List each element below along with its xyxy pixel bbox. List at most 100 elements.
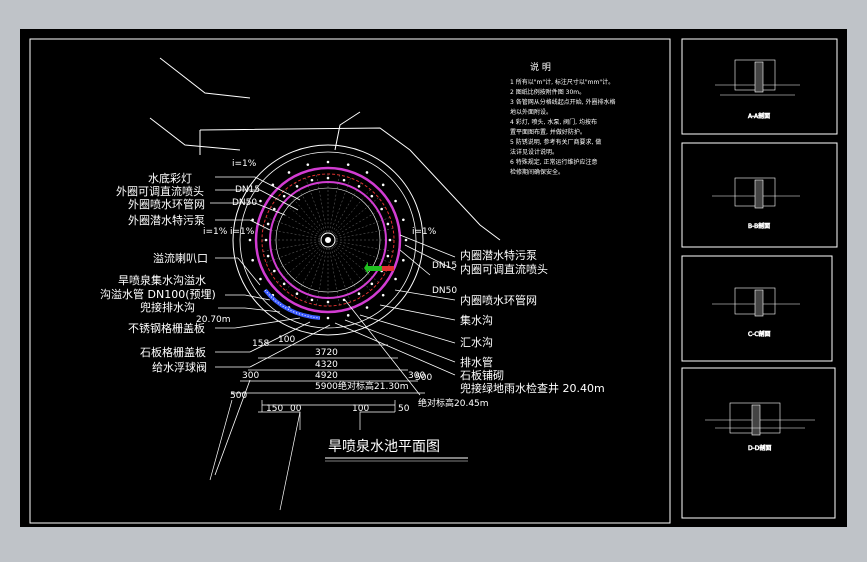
note-line: 地以外面附设。 <box>510 108 552 116</box>
dim-3720: 3720 <box>315 348 338 358</box>
radial-line <box>316 247 327 306</box>
slope-label: i=1% <box>412 227 437 237</box>
radial-line <box>305 177 326 233</box>
pipe-label: DN50 <box>432 286 457 296</box>
label-drain-ditch: 兜接排水沟 <box>140 300 195 314</box>
dim-500-left: 500 <box>230 391 247 401</box>
label-converge-ditch: 汇水沟 <box>460 336 493 349</box>
thumb-3[interactable]: C-C剖面 <box>712 287 800 338</box>
radial-line <box>265 217 321 238</box>
nozzle-dot <box>248 238 252 242</box>
note-line: 3 各管网从分格线起点开始, 外圈排水格 <box>510 98 616 106</box>
radial-line <box>262 228 321 239</box>
notes-heading: 说 明 <box>530 61 551 73</box>
radial-line <box>330 177 351 233</box>
note-line: 1 所有以"m"计, 标注尺寸以"mm"计。 <box>510 78 614 86</box>
thumb-caption: C-C剖面 <box>748 330 771 338</box>
nozzle-dot <box>251 218 254 222</box>
radial-line <box>335 228 394 239</box>
nozzle-dot <box>326 160 330 164</box>
dim-158: 158 <box>252 339 269 349</box>
nozzle-dot <box>282 194 286 198</box>
label-collector-ditch: 集水沟 <box>460 313 493 327</box>
nozzle-dot <box>388 238 392 242</box>
slope-label: i=1% <box>203 227 228 237</box>
nozzle-dot <box>310 298 314 302</box>
dimension-texts: 158 100 3720 4320 4920 5900 300 300 500 … <box>230 335 489 414</box>
dim-4920: 4920 <box>315 371 338 381</box>
dim-500-right: 500 <box>415 373 432 383</box>
radial-line <box>316 174 327 233</box>
dim-150: 150 <box>266 404 283 414</box>
radial-line <box>262 241 321 252</box>
label-float-valve: 给水浮球阀 <box>152 360 207 374</box>
radial-line <box>334 206 386 237</box>
thumb-2-border[interactable] <box>681 142 838 248</box>
note-line: 4 彩灯, 喷头, 水泵, 阀门, 均按布 <box>510 118 597 126</box>
leaders-right <box>334 234 456 396</box>
thumb-1[interactable]: A-A剖面 <box>715 59 800 120</box>
thumb-3-border[interactable] <box>681 255 833 362</box>
radial-line <box>331 182 362 234</box>
radial-line <box>265 242 321 263</box>
label-overflow-pipe: 沟溢水管 DN100(预埋) <box>100 287 216 301</box>
labels-right: 内圈潜水特污泵 内圈可调直流喷头 内圈喷水环管网 集水沟 汇水沟 排水管 石板铺… <box>460 248 605 395</box>
pipe-label: DN15 <box>235 185 260 195</box>
radial-line <box>330 247 351 303</box>
thumb-4[interactable]: D-D剖面 <box>705 402 815 452</box>
radial-line <box>333 197 379 236</box>
design-notes: 说 明 1 所有以"m"计, 标注尺寸以"mm"计。 2 图纸比例按附件图 30… <box>510 61 616 176</box>
nozzle-dot <box>264 238 268 242</box>
fountain-plan <box>232 144 424 336</box>
radial-line <box>285 245 324 291</box>
radial-line <box>332 245 371 291</box>
note-line: 6 特殊规定, 正常运行维护应注意 <box>510 158 598 166</box>
note-line: 法详见设计说明。 <box>510 148 558 156</box>
radial-line <box>305 247 326 303</box>
elevation-left: 20.70m <box>196 315 231 325</box>
nozzle-dot <box>404 238 408 242</box>
note-line: 5 防锈说明, 参考有关厂商要求, 做 <box>510 138 601 146</box>
label-outer-nozzle: 外圈可调直流喷头 <box>116 184 204 198</box>
nozzle-dot <box>326 176 330 180</box>
nozzle-dot <box>394 277 397 281</box>
label-outer-ring-pipe: 外圈喷水环管网 <box>128 197 205 211</box>
dim-300-left: 300 <box>242 371 259 381</box>
thumb-4-border[interactable] <box>681 367 836 519</box>
dim-5900: 5900 <box>315 382 338 392</box>
radial-line <box>294 182 325 234</box>
labels-left: 水底彩灯 外圈可调直流喷头 外圈喷水环管网 外圈潜水特污泵 溢流喇叭口 旱喷泉集… <box>100 171 231 374</box>
pipe-label: DN15 <box>432 261 457 271</box>
label-underwater-light: 水底彩灯 <box>148 171 192 185</box>
abs-elevation-1: 绝对标高21.30m <box>338 380 409 392</box>
label-drain-pipe: 排水管 <box>460 355 493 369</box>
label-stone-paving: 石板铺砌 <box>460 368 504 382</box>
nozzle-dot <box>342 178 346 182</box>
thumb-1-border[interactable] <box>681 38 838 135</box>
radial-line <box>329 174 340 233</box>
nozzle-dot <box>273 269 276 273</box>
note-line: 2 图纸比例按附件图 30m。 <box>510 88 585 96</box>
nozzle-dot <box>402 218 405 222</box>
drawing-title: 旱喷泉水池平面图 <box>328 438 440 455</box>
site-outline <box>149 57 501 241</box>
label-overflow-funnel: 溢流喇叭口 <box>153 251 208 265</box>
nozzle-dot <box>346 163 350 166</box>
radial-line <box>335 241 394 252</box>
nozzle-dot <box>370 194 374 198</box>
nozzle-dot <box>266 254 270 258</box>
label-steel-grating: 不锈钢格栅盖板 <box>128 321 205 335</box>
nozzle-dot <box>381 293 385 297</box>
dim-4320: 4320 <box>315 360 338 370</box>
radial-line <box>331 246 362 298</box>
dim-50: 50 <box>398 404 410 414</box>
nozzle-dot <box>306 163 310 166</box>
pipe-labels: DN15 DN50 DN15 DN50 i=1% i=1% i=1% i=1% <box>203 159 457 296</box>
nozzle-dot <box>259 277 262 281</box>
leaders-left <box>210 176 331 476</box>
note-line: 置平面图布置, 并做好防护。 <box>510 128 586 136</box>
thumb-2[interactable]: B-B剖面 <box>712 177 800 230</box>
nozzle-dot <box>295 185 299 188</box>
nozzle-dot <box>326 300 330 304</box>
